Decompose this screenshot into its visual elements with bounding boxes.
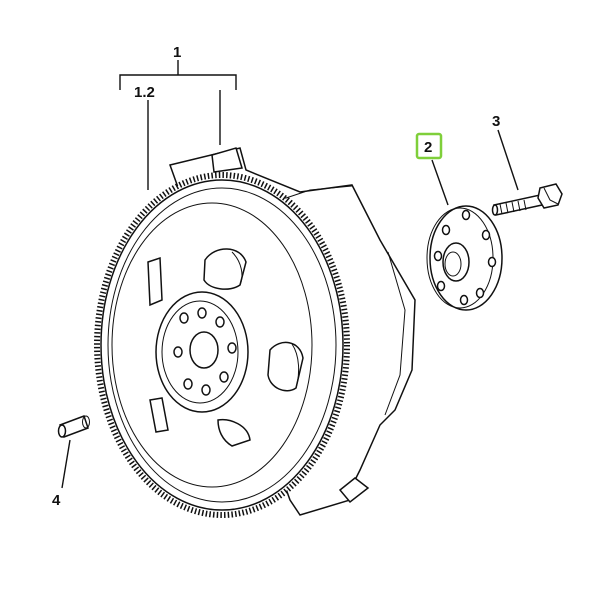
leader-lines — [61, 60, 519, 489]
callout-bolt: 3 — [492, 113, 500, 130]
dowel-pin — [57, 415, 90, 438]
callout-ring-gear: 1.2 — [134, 84, 155, 101]
flywheel-face — [111, 202, 313, 488]
callout-dowel: 4 — [52, 492, 61, 509]
bolt — [491, 183, 563, 216]
hub-flange — [426, 205, 503, 311]
callout-hub-highlight — [415, 132, 443, 160]
callout-assembly: 1 — [173, 44, 181, 61]
callout-hub: 2 — [424, 139, 432, 156]
